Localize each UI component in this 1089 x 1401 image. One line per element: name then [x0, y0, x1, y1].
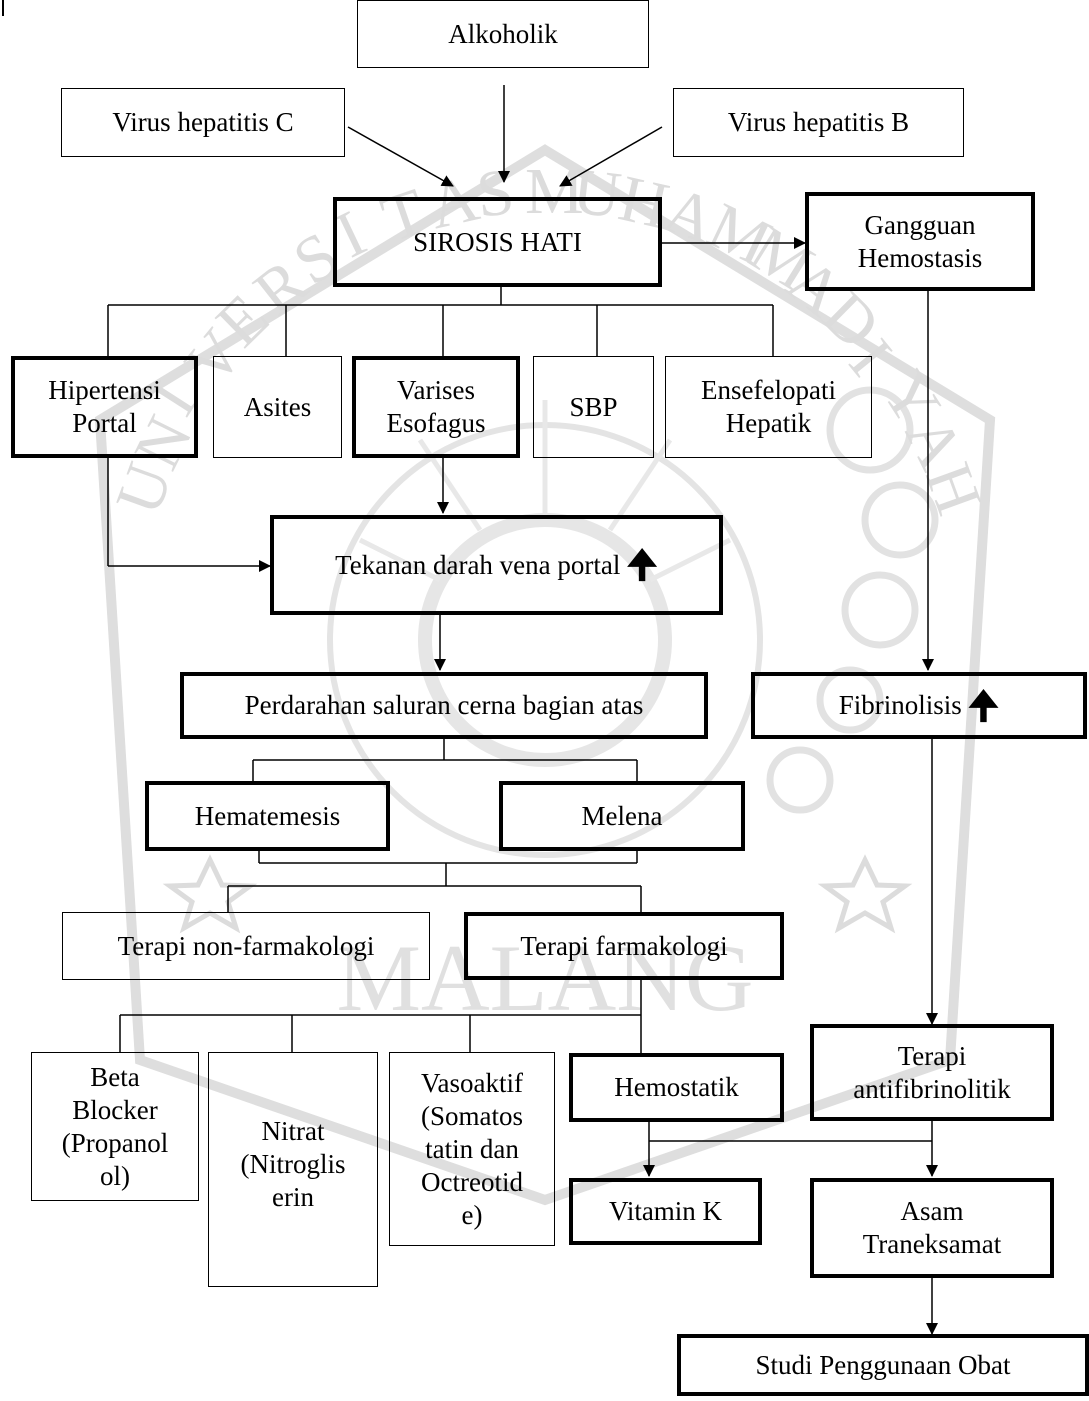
node-hematemesis: Hematemesis: [145, 781, 390, 851]
node-asam-traneksamat: Asam Traneksamat: [810, 1178, 1054, 1278]
node-hepatitis-b: Virus hepatitis B: [673, 88, 964, 157]
node-vitamin-k: Vitamin K: [569, 1178, 762, 1245]
node-nitrat: Nitrat (Nitroglis erin: [208, 1052, 378, 1287]
node-vasoaktif: Vasoaktif (Somatos tatin dan Octreotid e…: [389, 1052, 555, 1246]
node-terapi-non-farmakologi: Terapi non-farmakologi: [62, 912, 430, 980]
node-hemostatik: Hemostatik: [569, 1053, 784, 1122]
node-studi-penggunaan-obat: Studi Penggunaan Obat: [677, 1334, 1089, 1396]
up-arrow-icon: 🠉: [626, 543, 658, 587]
node-ensefelopati-hepatik: Ensefelopati Hepatik: [665, 356, 872, 458]
node-sirosis-hati: SIROSIS HATI: [333, 197, 662, 287]
arrow-hepc-sirosis: [347, 126, 454, 187]
node-hepatitis-c: Virus hepatitis C: [61, 88, 345, 157]
node-tekanan-darah-vena-portal: Tekanan darah vena portal🠉: [270, 515, 723, 615]
node-sbp: SBP: [533, 356, 654, 458]
node-melena: Melena: [499, 781, 745, 851]
up-arrow-icon: 🠉: [967, 683, 1000, 728]
node-beta-blocker: Beta Blocker (Propanol ol): [31, 1052, 199, 1201]
node-fibrinolisis: Fibrinolisis🠉: [751, 672, 1087, 739]
node-terapi-antifibrinolitik: Terapi antifibrinolitik: [810, 1024, 1054, 1121]
node-terapi-farmakologi: Terapi farmakologi: [464, 912, 784, 980]
text-cursor: [2, 0, 4, 16]
arrow-hepb-sirosis: [559, 126, 663, 187]
node-alkoholik: Alkoholik: [357, 0, 649, 68]
node-asites: Asites: [213, 356, 342, 458]
node-gangguan-hemostasis: Gangguan Hemostasis: [805, 192, 1035, 291]
node-hipertensi-portal: Hipertensi Portal: [11, 356, 198, 458]
node-perdarahan-saluran-cerna: Perdarahan saluran cerna bagian atas: [180, 672, 708, 739]
node-varises-esofagus: Varises Esofagus: [352, 356, 520, 458]
